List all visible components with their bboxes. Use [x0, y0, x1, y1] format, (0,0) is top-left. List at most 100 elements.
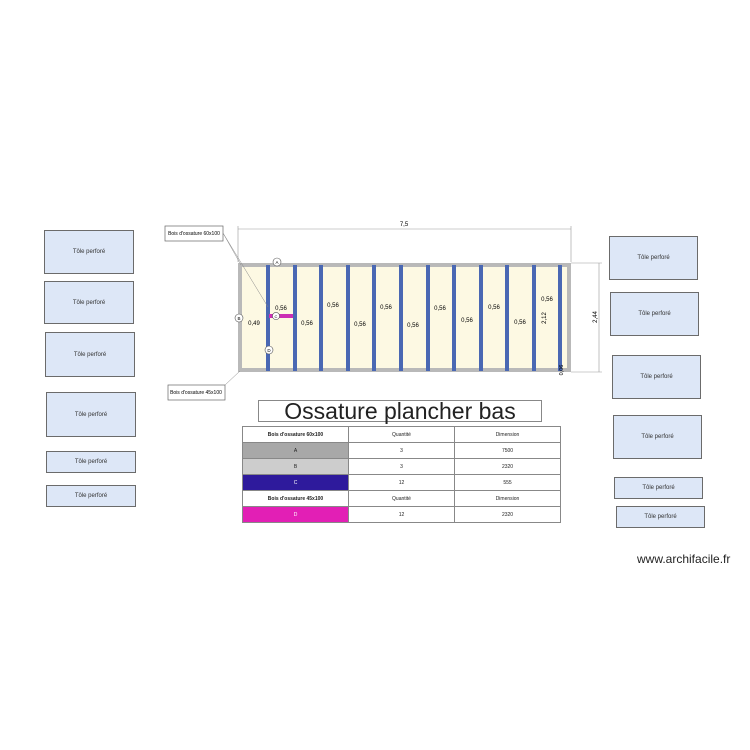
qty-cell: 12 — [348, 474, 455, 491]
table-header-cell: Quantité — [348, 426, 455, 443]
frame-rim-right — [567, 263, 571, 372]
dim-cell: 2320 — [454, 506, 561, 523]
right-panel-4[interactable]: Tôle perforé — [613, 415, 702, 459]
right-panel-label: Tôle perforé — [644, 514, 677, 520]
length-dimension — [237, 226, 572, 262]
left-panel-1[interactable]: Tôle perforé — [44, 230, 134, 274]
table-header-row: Bois d'ossature 45x100 Quantité Dimensio… — [242, 490, 561, 507]
table-header-cell: Bois d'ossature 45x100 — [242, 490, 349, 507]
table-header-cell: Dimension — [454, 426, 561, 443]
length-dimension-label: 7,5 — [400, 222, 409, 228]
spacing-label: 0,56 — [514, 320, 526, 326]
callout-top-label: Bois d'ossature 60x100 — [168, 231, 220, 237]
marker-c[interactable]: C — [272, 312, 280, 320]
right-panel-label: Tôle perforé — [642, 485, 675, 491]
left-panel-label: Tôle perforé — [74, 493, 108, 499]
table-row[interactable]: A 3 7500 — [242, 442, 561, 459]
materials-table: Bois d'ossature 60x100 Quantité Dimensio… — [242, 426, 561, 523]
swatch-b: B — [242, 458, 349, 475]
spacing-label: 0,56 — [407, 323, 419, 329]
qty-cell: 12 — [348, 506, 455, 523]
frame-rim-bottom — [238, 368, 571, 372]
site-watermark[interactable]: www.archifacile.fr — [637, 552, 731, 566]
width-dimension-label: 2,44 — [593, 311, 599, 323]
dim-cell: 555 — [454, 474, 561, 491]
diagram-title: Ossature plancher bas — [258, 399, 542, 422]
spacing-label: 0,56 — [380, 305, 392, 311]
spacing-label: 0,56 — [327, 303, 339, 309]
dim-cell: 7500 — [454, 442, 561, 459]
spacing-label: 0,56 — [301, 321, 313, 327]
spacing-label: 0,56 — [461, 318, 473, 324]
spacing-labels: 0,56 0,56 0,56 0,56 0,56 0,56 0,56 0,56 … — [275, 297, 553, 329]
right-panel-6[interactable]: Tôle perforé — [616, 506, 705, 528]
left-panel-label: Tôle perforé — [74, 459, 108, 465]
joist[interactable] — [293, 265, 297, 371]
joist[interactable] — [372, 265, 376, 371]
joist[interactable] — [319, 265, 323, 371]
joist[interactable] — [399, 265, 403, 371]
marker-d[interactable]: D — [264, 345, 274, 355]
callout-bottom-label: Bois d'ossature 45x100 — [170, 390, 222, 396]
joists — [266, 265, 562, 371]
spacing-label: 0,56 — [488, 305, 500, 311]
spacing-label: 0,56 — [434, 306, 446, 312]
left-panel-6[interactable]: Tôle perforé — [46, 485, 136, 507]
swatch-c: C — [242, 474, 349, 491]
spacing-label: 0,56 — [275, 306, 287, 312]
joist[interactable] — [426, 265, 430, 371]
marker-c-label: C — [275, 314, 278, 319]
right-panel-2[interactable]: Tôle perforé — [610, 292, 699, 336]
table-header-cell: Dimension — [454, 490, 561, 507]
left-panel-5[interactable]: Tôle perforé — [46, 451, 136, 473]
right-panel-label: Tôle perforé — [637, 255, 670, 261]
table-row[interactable]: B 3 2320 — [242, 458, 561, 475]
marker-a-label: A — [275, 260, 278, 265]
joist[interactable] — [266, 265, 270, 371]
dim-cell: 2320 — [454, 458, 561, 475]
marker-b-label: B — [237, 316, 240, 321]
left-span-label: 0,49 — [248, 321, 260, 327]
joist[interactable] — [505, 265, 509, 371]
table-header-row: Bois d'ossature 60x100 Quantité Dimensio… — [242, 426, 561, 443]
table-row[interactable]: D 12 2320 — [242, 506, 561, 523]
joist[interactable] — [452, 265, 456, 371]
callout-bottom[interactable]: Bois d'ossature 45x100 — [167, 370, 241, 401]
marker-a[interactable]: A — [272, 257, 282, 267]
joist[interactable] — [558, 265, 562, 371]
left-panel-label: Tôle perforé — [72, 299, 106, 306]
marker-d-label: D — [267, 348, 271, 353]
right-panel-5[interactable]: Tôle perforé — [614, 477, 703, 499]
joist[interactable] — [532, 265, 536, 371]
end-dimension-label: 0,06 — [559, 365, 565, 376]
right-panel-3[interactable]: Tôle perforé — [612, 355, 701, 399]
joist[interactable] — [479, 265, 483, 371]
spacing-label: 0,56 — [541, 297, 553, 303]
callout-top[interactable]: Bois d'ossature 60x100 — [164, 225, 269, 308]
left-panel-4[interactable]: Tôle perforé — [46, 392, 136, 437]
left-panel-label: Tôle perforé — [74, 411, 108, 418]
inner-width-label: 2,12 — [542, 312, 548, 324]
swatch-d: D — [242, 506, 349, 523]
right-panel-label: Tôle perforé — [641, 434, 674, 440]
right-panel-label: Tôle perforé — [638, 311, 671, 317]
qty-cell: 3 — [348, 458, 455, 475]
right-panel-label: Tôle perforé — [640, 374, 673, 380]
width-dimension — [571, 262, 602, 373]
joist[interactable] — [346, 265, 350, 371]
highlight-member[interactable] — [269, 314, 293, 318]
left-panel-label: Tôle perforé — [73, 351, 107, 358]
qty-cell: 3 — [348, 442, 455, 459]
marker-b[interactable]: B — [234, 313, 244, 323]
spacing-label: 0,56 — [354, 322, 366, 328]
table-header-cell: Bois d'ossature 60x100 — [242, 426, 349, 443]
table-row[interactable]: C 12 555 — [242, 474, 561, 491]
left-panel-2[interactable]: Tôle perforé — [44, 281, 134, 324]
swatch-a: A — [242, 442, 349, 459]
right-panel-1[interactable]: Tôle perforé — [609, 236, 698, 280]
frame-rim-top — [238, 263, 571, 267]
left-panel-3[interactable]: Tôle perforé — [45, 332, 135, 377]
left-panel-label: Tôle perforé — [72, 249, 106, 255]
table-header-cell: Quantité — [348, 490, 455, 507]
